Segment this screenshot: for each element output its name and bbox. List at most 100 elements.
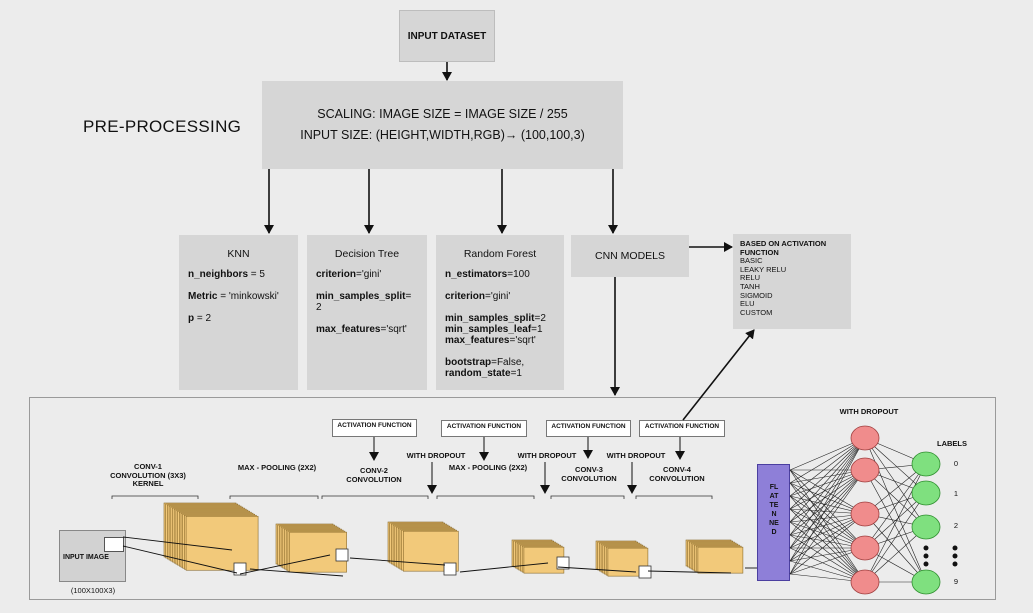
output-neuron — [911, 514, 941, 540]
activation-item: LEAKY RELU — [740, 264, 787, 274]
conv4-label: CONV-4 CONVOLUTION — [649, 465, 705, 483]
dense-network — [789, 425, 958, 595]
activation-item: BASIC — [740, 256, 763, 266]
flatten-label: FLATTENNED — [769, 484, 779, 536]
dt-param-value: = — [405, 291, 412, 302]
input-image-box: INPUT IMAGE — [59, 530, 126, 582]
feature-map-layer — [185, 515, 259, 571]
activation-item: SIGMOID — [740, 290, 773, 300]
cnn-models-label: CNN MODELS — [594, 250, 665, 262]
with-dropout-label: WITH DROPOUT — [406, 451, 466, 460]
activation-function-box: ACTIVATION FUNCTION — [639, 420, 725, 437]
ellipsis-dot — [923, 553, 929, 559]
cnn-models-box: CNN MODELS — [571, 235, 689, 277]
kernel-window — [638, 565, 652, 579]
small-arrows — [369, 437, 685, 494]
ellipsis-dot — [952, 561, 958, 567]
labels-title: LABELS — [937, 439, 967, 448]
knn-param-value: = 2 — [194, 313, 212, 324]
dt-param-value: ='gini' — [356, 269, 382, 280]
hidden-neuron — [850, 569, 880, 595]
dt-param-key: min_samples_split — [316, 291, 406, 302]
ellipsis-dot — [952, 545, 958, 551]
hidden-neuron — [850, 457, 880, 483]
dt-param-key: max_features — [316, 324, 381, 335]
rf-param-key: min_samples_split — [445, 313, 535, 324]
output-neuron — [911, 480, 941, 506]
activation-item: RELU — [740, 273, 761, 283]
rf-param-key: min_samples_leaf — [445, 324, 532, 335]
feature-map-layer — [697, 546, 744, 574]
flatten-layer: FLATTENNED — [757, 464, 790, 581]
label-value: 9 — [953, 577, 959, 586]
rf-param-key: criterion — [445, 291, 486, 302]
conv2-label: CONV-2 CONVOLUTION — [346, 466, 402, 484]
output-neuron — [911, 569, 941, 595]
rf-param-value: =1 — [531, 324, 543, 335]
random-forest-title: Random Forest — [463, 248, 537, 260]
preprocessing-label: PRE-PROCESSING — [83, 117, 242, 136]
rf-param-value: =2 — [534, 313, 546, 324]
activation-function-box: ACTIVATION FUNCTION — [546, 420, 631, 437]
input-dataset-box: INPUT DATASET — [399, 10, 495, 62]
knn-param-value: = 'minkowski' — [217, 291, 279, 302]
rf-param-value: ='gini' — [485, 291, 511, 302]
hidden-neuron — [850, 501, 880, 527]
rf-param-value: =100 — [507, 269, 530, 280]
knn-param-key: Metric — [188, 291, 218, 302]
with-dropout-label: WITH DROPOUT — [517, 451, 577, 460]
feature-map-stack — [595, 540, 652, 579]
flow-arrows — [264, 62, 755, 421]
knn-param-key: n_neighbors — [188, 269, 249, 280]
conv3-label: CONV-3 CONVOLUTION — [561, 465, 617, 483]
knn-title: KNN — [227, 248, 250, 260]
kernel-window — [335, 548, 349, 562]
kernel-window — [556, 556, 570, 570]
ellipsis-dot — [952, 553, 958, 559]
maxpool1-label: MAX - POOLING (2X2) — [237, 463, 317, 472]
activation-item: TANH — [740, 281, 760, 291]
activation-functions-box: BASED ON ACTIVATION FUNCTION BASIC LEAKY… — [733, 234, 851, 329]
decision-tree-title: Decision Tree — [334, 248, 400, 260]
connection-lines — [122, 536, 757, 577]
output-neuron — [911, 451, 941, 477]
rf-param-key: bootstrap — [445, 357, 492, 368]
input-image-label: INPUT IMAGE — [63, 554, 109, 561]
input-dataset-label: INPUT DATASET — [407, 30, 487, 42]
input-size-label: (100X100X3) — [70, 586, 116, 595]
rf-param-value: =False, — [491, 357, 525, 368]
rf-param-key: random_state — [445, 368, 511, 379]
decision-tree-box: Decision Tree criterion='gini' min_sampl… — [307, 235, 427, 390]
kernel-window — [233, 562, 247, 576]
dt-param-value: 2 — [316, 302, 322, 313]
cnn-architecture-panel — [29, 397, 996, 600]
feature-map-stack — [163, 502, 259, 576]
rf-param-value: =1 — [510, 368, 522, 379]
knn-param-key: p — [188, 313, 195, 324]
feature-maps — [163, 502, 744, 579]
preprocessing-line-2: INPUT SIZE: (HEIGHT,WIDTH,RGB)→ (100,100… — [300, 128, 585, 142]
rf-param-key: n_estimators — [445, 269, 508, 280]
knn-param-value: = 5 — [248, 269, 265, 280]
bracket-lines — [111, 495, 713, 499]
activation-function-box: ACTIVATION FUNCTION — [332, 419, 417, 437]
dense-dropout-label: WITH DROPOUT — [839, 407, 899, 416]
feature-map-stack — [387, 521, 459, 576]
label-value: 0 — [953, 459, 959, 468]
dt-param-key: criterion — [316, 269, 357, 280]
knn-box: KNN n_neighbors = 5 Metric = 'minkowski'… — [179, 235, 298, 390]
ellipsis-dot — [923, 561, 929, 567]
kernel-window — [104, 537, 124, 552]
hidden-neuron — [850, 535, 880, 561]
with-dropout-label: WITH DROPOUT — [606, 451, 666, 460]
kernel-window — [443, 562, 457, 576]
feature-map-stack — [275, 523, 349, 573]
preprocessing-box: SCALING: IMAGE SIZE = IMAGE SIZE / 255 I… — [262, 81, 623, 169]
ellipsis-dot — [923, 545, 929, 551]
label-value: 1 — [953, 489, 959, 498]
label-value: 2 — [953, 521, 959, 530]
feature-map-stack — [511, 539, 570, 574]
feature-map-stack — [685, 539, 744, 574]
hidden-neuron — [850, 425, 880, 451]
